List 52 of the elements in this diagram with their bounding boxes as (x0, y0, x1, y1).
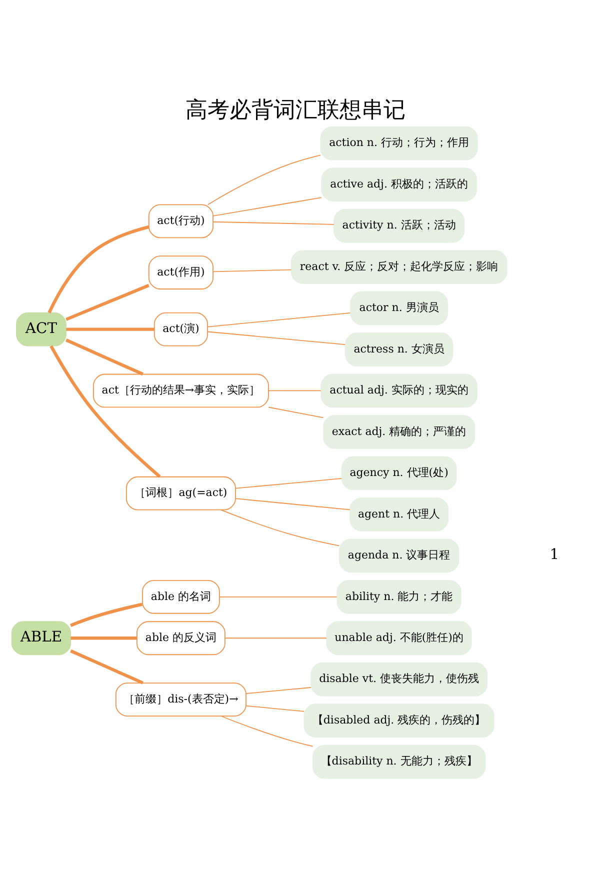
node-box: disable vt. 使丧失能力，使伤残 (310, 662, 488, 696)
node-box: unable adj. 不能(胜任)的 (326, 621, 472, 656)
connector (219, 596, 338, 598)
connector (246, 705, 305, 712)
connector (220, 716, 314, 747)
node-box: ability n. 能力；才能 (336, 580, 462, 614)
connector (268, 390, 322, 392)
connector (50, 345, 161, 478)
node-box: react v. 反应；反对；起化学反应；影响 (290, 250, 508, 284)
connector (224, 638, 327, 639)
connector (48, 225, 150, 314)
node-box: agent n. 代理人 (350, 497, 449, 532)
node-box: able 的反义词 (136, 621, 226, 656)
node-box: ［前缀］dis-(表否定)→ (115, 682, 246, 716)
node-box: ACT (16, 312, 66, 346)
node-box: 【disabled adj. 残疾的，伤残的】 (304, 704, 494, 738)
connector (208, 331, 346, 345)
connector (235, 478, 342, 489)
node-box: actual adj. 实际的；现实的 (320, 374, 478, 408)
connector (70, 602, 143, 627)
node-box: able 的名词 (142, 580, 220, 614)
connector (212, 197, 322, 216)
node-box: act(演) (154, 312, 208, 346)
connector (212, 221, 334, 225)
connector (66, 284, 150, 321)
node-box: ABLE (11, 621, 71, 656)
connector (212, 269, 292, 272)
node-box: exact adj. 精确的；严谨的 (323, 415, 476, 449)
connector (66, 338, 144, 376)
connector (235, 498, 350, 510)
label: 1 (550, 546, 560, 564)
connector (268, 406, 324, 418)
node-box: act(行动) (148, 204, 214, 238)
node-box: act［行动的结果→事实，实际］ (93, 374, 269, 408)
connector (246, 687, 312, 694)
node-box: ［词根］ag(=act) (126, 476, 236, 510)
node-box: 【disability n. 无能力；残疾】 (312, 744, 486, 779)
connector (208, 312, 351, 328)
connector (70, 636, 137, 640)
node-box: agenda n. 议事日程 (339, 538, 460, 573)
connector (207, 154, 321, 206)
node-box: agency n. 代理(处) (341, 456, 457, 490)
diagram-title: 高考必背词汇联想串记 (186, 98, 406, 123)
node-box: action n. 行动；行为；作用 (320, 126, 478, 160)
node-box: active adj. 积极的；活跃的 (321, 168, 477, 202)
connector (70, 649, 144, 684)
node-box: actor n. 男演员 (350, 291, 448, 326)
node-box: activity n. 活跃；活动 (334, 208, 465, 243)
node-box: act(作用) (148, 256, 214, 290)
connector (66, 328, 154, 331)
node-box: actress n. 女演员 (344, 332, 454, 366)
connector (220, 509, 340, 546)
